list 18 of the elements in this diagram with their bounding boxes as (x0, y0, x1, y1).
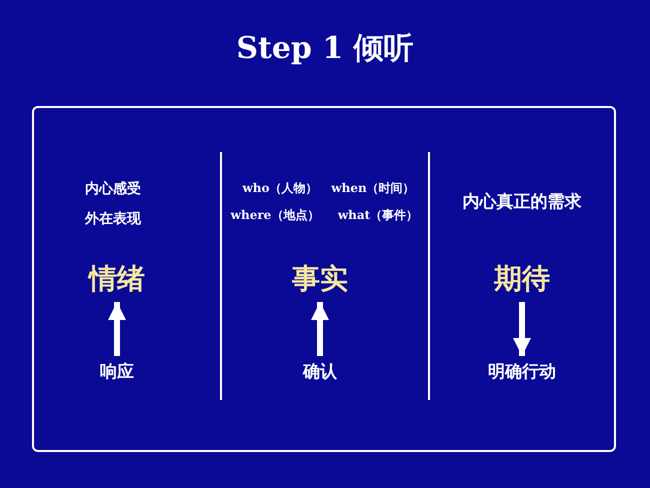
keyword-text: 期待 (494, 260, 550, 298)
node-text: 确认 (303, 360, 337, 383)
frame-box (32, 106, 616, 452)
arrow (311, 302, 329, 356)
label-text: who（人物） (242, 180, 318, 197)
arrow (108, 302, 126, 356)
label-text: what（事件） (338, 207, 418, 224)
keyword-text: 事实 (292, 260, 348, 298)
label-text: 内心真正的需求 (462, 191, 582, 213)
node-text: 明确行动 (488, 360, 556, 383)
arrow (513, 302, 531, 356)
keyword-text: 情绪 (89, 260, 145, 298)
label-text: where（地点） (230, 207, 320, 224)
title: Step 1 倾听 (235, 30, 415, 68)
label-text: 外在表现 (85, 210, 141, 228)
label-text: 内心感受 (85, 180, 141, 198)
node-text: 响应 (100, 360, 134, 383)
label-text: when（时间） (331, 180, 415, 197)
